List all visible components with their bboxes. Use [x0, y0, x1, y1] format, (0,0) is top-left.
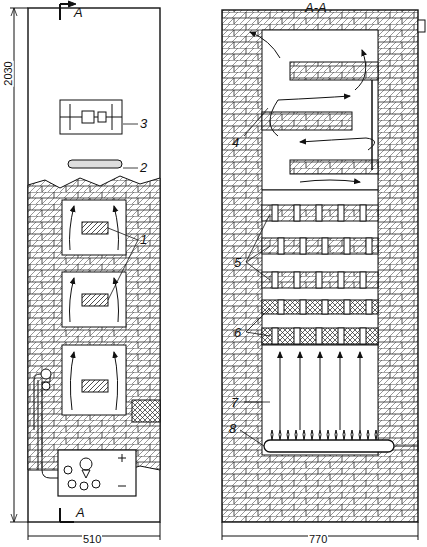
- flame: [271, 430, 273, 440]
- callout-number: 7: [231, 396, 238, 409]
- section-mark: A: [74, 6, 83, 19]
- grid-gap: [272, 205, 278, 221]
- flame: [303, 430, 305, 440]
- grid-gap: [272, 272, 278, 288]
- callout-number: 3: [140, 117, 147, 130]
- callout-number: 6: [234, 326, 241, 339]
- dimension: 2030: [3, 60, 14, 86]
- grid-gap: [278, 300, 284, 314]
- grid-gap: [338, 272, 344, 288]
- grid-gap: [300, 300, 306, 314]
- grid-gap: [366, 300, 372, 314]
- flame: [295, 430, 297, 440]
- dimension: 510: [82, 534, 102, 545]
- grid-gap: [322, 300, 328, 314]
- grid-gap: [278, 238, 284, 254]
- callout-number: 5: [234, 256, 241, 269]
- flame: [343, 430, 345, 440]
- grid-gap: [316, 205, 322, 221]
- section-mark: A: [76, 506, 85, 519]
- flame: [311, 430, 313, 440]
- grid-gap: [300, 238, 306, 254]
- grid-gap: [294, 328, 300, 344]
- grid-gap: [338, 205, 344, 221]
- grid-gap: [294, 272, 300, 288]
- grid-gap: [272, 328, 278, 344]
- callout-number: 2: [140, 161, 147, 174]
- grid-gap: [360, 205, 366, 221]
- grid-gap: [294, 205, 300, 221]
- callout-number: 4: [232, 136, 239, 149]
- grid-gap: [338, 328, 344, 344]
- flame: [327, 430, 329, 440]
- flame: [279, 430, 281, 440]
- flame: [359, 430, 361, 440]
- grid-gap: [316, 328, 322, 344]
- grid-gap: [344, 238, 350, 254]
- grid-gap: [366, 238, 372, 254]
- section-title: A-A: [305, 1, 327, 14]
- grid-gap: [316, 272, 322, 288]
- flame: [367, 430, 369, 440]
- flame: [351, 430, 353, 440]
- callout-number: 8: [229, 422, 236, 435]
- flame: [287, 430, 289, 440]
- callout-number: 1: [140, 233, 147, 246]
- grid-gap: [360, 328, 366, 344]
- dimension: 770: [308, 534, 328, 545]
- grid-gap: [322, 238, 328, 254]
- grid-gap: [360, 272, 366, 288]
- flame: [375, 430, 377, 440]
- grid-gap: [344, 300, 350, 314]
- flame: [335, 430, 337, 440]
- flame: [319, 430, 321, 440]
